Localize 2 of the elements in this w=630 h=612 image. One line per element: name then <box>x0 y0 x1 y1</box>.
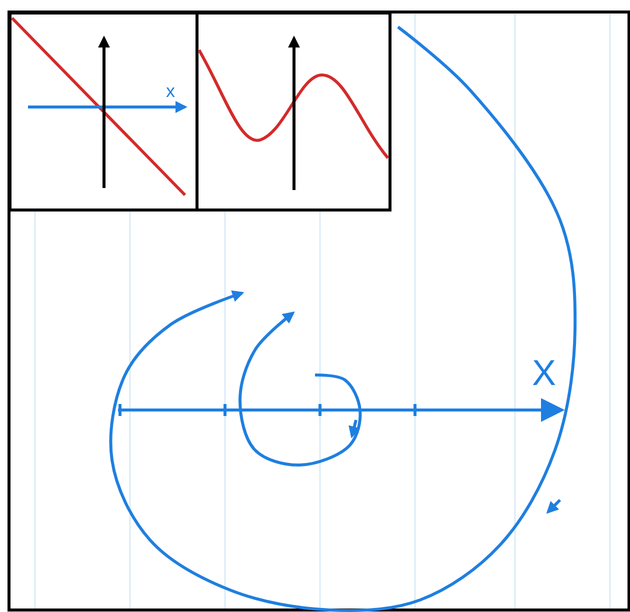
axis-label: x <box>166 82 175 100</box>
axis-label: X <box>532 355 556 391</box>
